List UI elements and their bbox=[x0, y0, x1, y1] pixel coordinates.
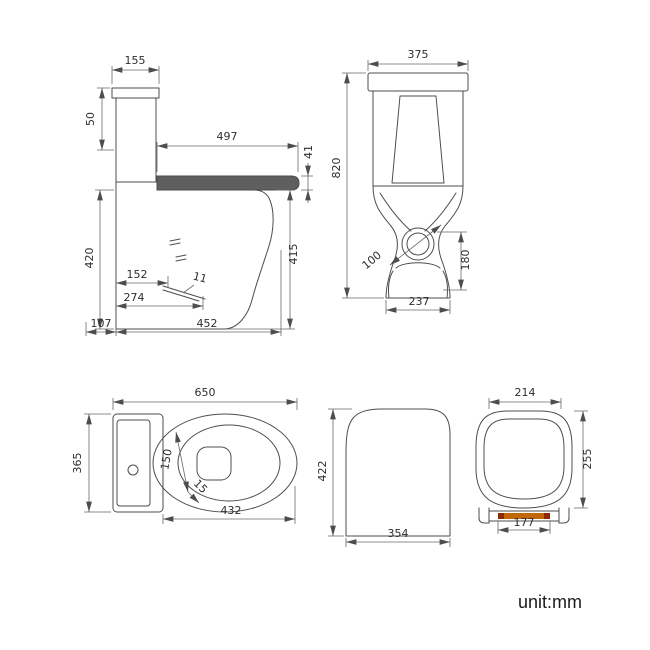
tank-body-front bbox=[372, 90, 464, 187]
cistern-profile-outline bbox=[345, 408, 451, 537]
unit-label: unit:mm bbox=[518, 592, 582, 612]
seat-lid-view: 214 255 177 bbox=[475, 386, 594, 534]
plan-view: 650 365 150 15 432 bbox=[71, 386, 298, 524]
dim-lid-top-width-group: 214 bbox=[488, 386, 562, 409]
hinge-bar bbox=[488, 510, 560, 522]
dim-rim-height-group: 415 bbox=[226, 189, 300, 330]
seat-lid-outline bbox=[475, 410, 573, 524]
outlet-circle-inner bbox=[406, 232, 430, 256]
tank-inner-plan bbox=[116, 419, 151, 507]
bowl-side-outline bbox=[115, 181, 274, 330]
dim-tank-depth-group: 155 bbox=[111, 54, 160, 84]
water-area bbox=[196, 446, 232, 481]
dim-lid-height: 50 bbox=[84, 112, 97, 126]
hinge-strip-mid bbox=[504, 513, 544, 519]
tank-lid-side bbox=[111, 87, 160, 99]
tank-inner-panel bbox=[391, 95, 445, 184]
dim-base-width: 237 bbox=[409, 295, 430, 308]
dim-trap-width-group: 11 bbox=[182, 270, 208, 294]
toilet-front-outline bbox=[367, 72, 469, 299]
dim-hinge-span-group: 177 bbox=[497, 516, 551, 534]
dim-rim-height: 415 bbox=[287, 244, 300, 265]
tank-lid-front bbox=[367, 72, 469, 92]
seat-profile bbox=[156, 175, 300, 191]
dim-plan-depth: 650 bbox=[195, 386, 216, 399]
water-level-marks bbox=[169, 238, 187, 262]
dim-bowl-depth: 432 bbox=[221, 504, 242, 517]
dim-front-height: 820 bbox=[330, 158, 343, 179]
dim-plan-depth-group: 650 bbox=[112, 386, 298, 410]
dim-hinge-span: 177 bbox=[514, 516, 535, 529]
dim-outlet-center-group: 274 bbox=[115, 291, 204, 310]
dim-lid-top-width: 214 bbox=[515, 386, 536, 399]
dim-opening-width-group: 150 bbox=[158, 431, 189, 493]
trap-outlet-lines bbox=[162, 285, 206, 302]
dim-opening-width: 150 bbox=[158, 448, 174, 471]
dim-lid-height-group: 50 bbox=[84, 87, 114, 151]
cistern-profile-view: 422 354 bbox=[316, 408, 451, 547]
front-elevation-view: 375 820 100 180 237 bbox=[330, 48, 472, 314]
dim-seat-length: 497 bbox=[217, 130, 238, 143]
bowl-plan-outline bbox=[152, 413, 298, 513]
flush-button bbox=[127, 464, 139, 476]
dim-profile-height: 422 bbox=[316, 461, 329, 482]
dim-front-width: 375 bbox=[408, 48, 429, 61]
dim-profile-depth-group: 354 bbox=[345, 527, 451, 547]
base-corner-lines bbox=[388, 270, 448, 299]
dim-plan-width: 365 bbox=[71, 453, 84, 474]
dim-seat-thickness: 41 bbox=[302, 145, 315, 159]
dim-profile-depth: 354 bbox=[388, 527, 409, 540]
dim-outlet-height: 180 bbox=[459, 250, 472, 271]
hinge-strip-left bbox=[498, 513, 504, 519]
dim-base-depth: 452 bbox=[197, 317, 218, 330]
dim-seat-thickness-group: 41 bbox=[301, 145, 315, 203]
dim-overall-height-group: 420 bbox=[83, 189, 114, 330]
dim-plan-width-group: 365 bbox=[71, 413, 111, 513]
dim-trap-offset: 152 bbox=[127, 268, 148, 281]
dim-opening-offset-group: 15 bbox=[187, 477, 210, 504]
dim-overall-height: 420 bbox=[83, 248, 96, 269]
trap-hump-line bbox=[395, 262, 441, 269]
dim-outlet-diameter: 100 bbox=[360, 249, 384, 272]
dim-outlet-height-group: 180 bbox=[437, 231, 472, 291]
dim-profile-height-group: 422 bbox=[316, 408, 352, 537]
dim-outlet-center: 274 bbox=[124, 291, 145, 304]
dim-lid-depth: 255 bbox=[581, 449, 594, 470]
bowl-funnel-lines bbox=[379, 192, 457, 232]
side-elevation-view: 155 50 497 41 420 415 bbox=[83, 54, 315, 336]
hinge-foot-left bbox=[478, 507, 490, 524]
dim-front-width-group: 375 bbox=[367, 48, 469, 71]
dim-trap-offset-group: 152 bbox=[115, 268, 169, 288]
dim-bowl-depth-group: 432 bbox=[162, 486, 296, 524]
hinge-strip-right bbox=[544, 513, 550, 519]
dim-seat-length-group: 497 bbox=[156, 130, 299, 172]
dim-lid-depth-group: 255 bbox=[574, 410, 594, 509]
hinge-foot-right bbox=[558, 507, 570, 524]
dim-rear-setback: 107 bbox=[91, 317, 112, 330]
dim-tank-depth: 155 bbox=[125, 54, 146, 67]
dim-front-height-group: 820 bbox=[330, 72, 384, 299]
footer: unit:mm bbox=[518, 592, 582, 612]
dim-trap-width: 11 bbox=[191, 270, 208, 286]
seat-opening bbox=[177, 424, 281, 502]
tank-plan-outline bbox=[112, 413, 164, 513]
dim-base-width-group: 237 bbox=[385, 295, 451, 314]
seat-lid-inner bbox=[483, 418, 565, 500]
seat-lid-outer bbox=[475, 410, 573, 509]
toilet-plan-outline bbox=[112, 413, 298, 513]
tank-body-side bbox=[115, 97, 157, 183]
dim-rear-setback-group: 107 bbox=[85, 317, 117, 336]
dim-base-depth-group: 452 bbox=[115, 250, 282, 336]
